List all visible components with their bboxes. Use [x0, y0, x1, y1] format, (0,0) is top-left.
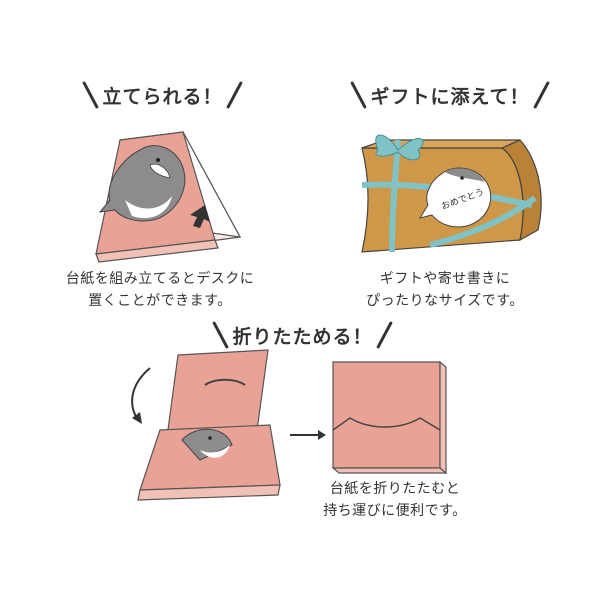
folded-card-side	[439, 360, 447, 475]
folded-card-bottom	[331, 467, 448, 474]
stand-heading: 立てられる！	[75, 78, 250, 112]
fold-right-arrow-head	[318, 430, 326, 440]
fold-shark-icon	[181, 428, 233, 461]
stand-caption-line2: 置くことができます。	[88, 293, 232, 309]
stand-caption: 台紙を組み立てるとデスクに 置くことができます。	[30, 268, 290, 312]
gift-caption: ギフトや寄せ書きに ぴったりなサイズです。	[320, 268, 570, 312]
folded-card-flap-line	[332, 417, 441, 431]
stand-heading-text: 立てられる！	[102, 85, 223, 108]
gift-ribbon-horizontal-2	[429, 195, 537, 248]
gift-box-side	[500, 139, 542, 242]
gift-bow-icon	[375, 134, 424, 161]
fold-base-edge	[137, 484, 281, 501]
fold-curved-arrow	[131, 367, 151, 421]
gift-heading: ギフトに添えて！	[345, 78, 555, 112]
fold-caption-line1: 台紙を折りたたむと	[329, 481, 461, 497]
fold-heading: 折りたためる！	[212, 318, 393, 352]
gift-shark-icon	[418, 167, 492, 228]
stand-shark-icon	[98, 145, 186, 222]
fold-caption: 台紙を折りたたむと 持ち運びに便利です。	[285, 478, 505, 522]
stand-arrow-icon	[190, 205, 210, 228]
fold-caption-line2: 持ち運びに便利です。	[323, 503, 467, 519]
gift-caption-line1: ギフトや寄せ書きに	[379, 271, 511, 287]
folded-card-front	[332, 361, 441, 469]
stand-bottom-tab	[95, 239, 219, 263]
gift-heading-text: ギフトに添えて！	[370, 85, 530, 108]
fold-heading-text: 折りたためる！	[232, 325, 373, 348]
stand-caption-line1: 台紙を組み立てるとデスクに	[65, 271, 255, 287]
fold-slot-icon	[204, 378, 246, 386]
gift-caption-line2: ぴったりなサイズです。	[366, 293, 524, 309]
fold-curved-arrow-head	[132, 412, 142, 424]
